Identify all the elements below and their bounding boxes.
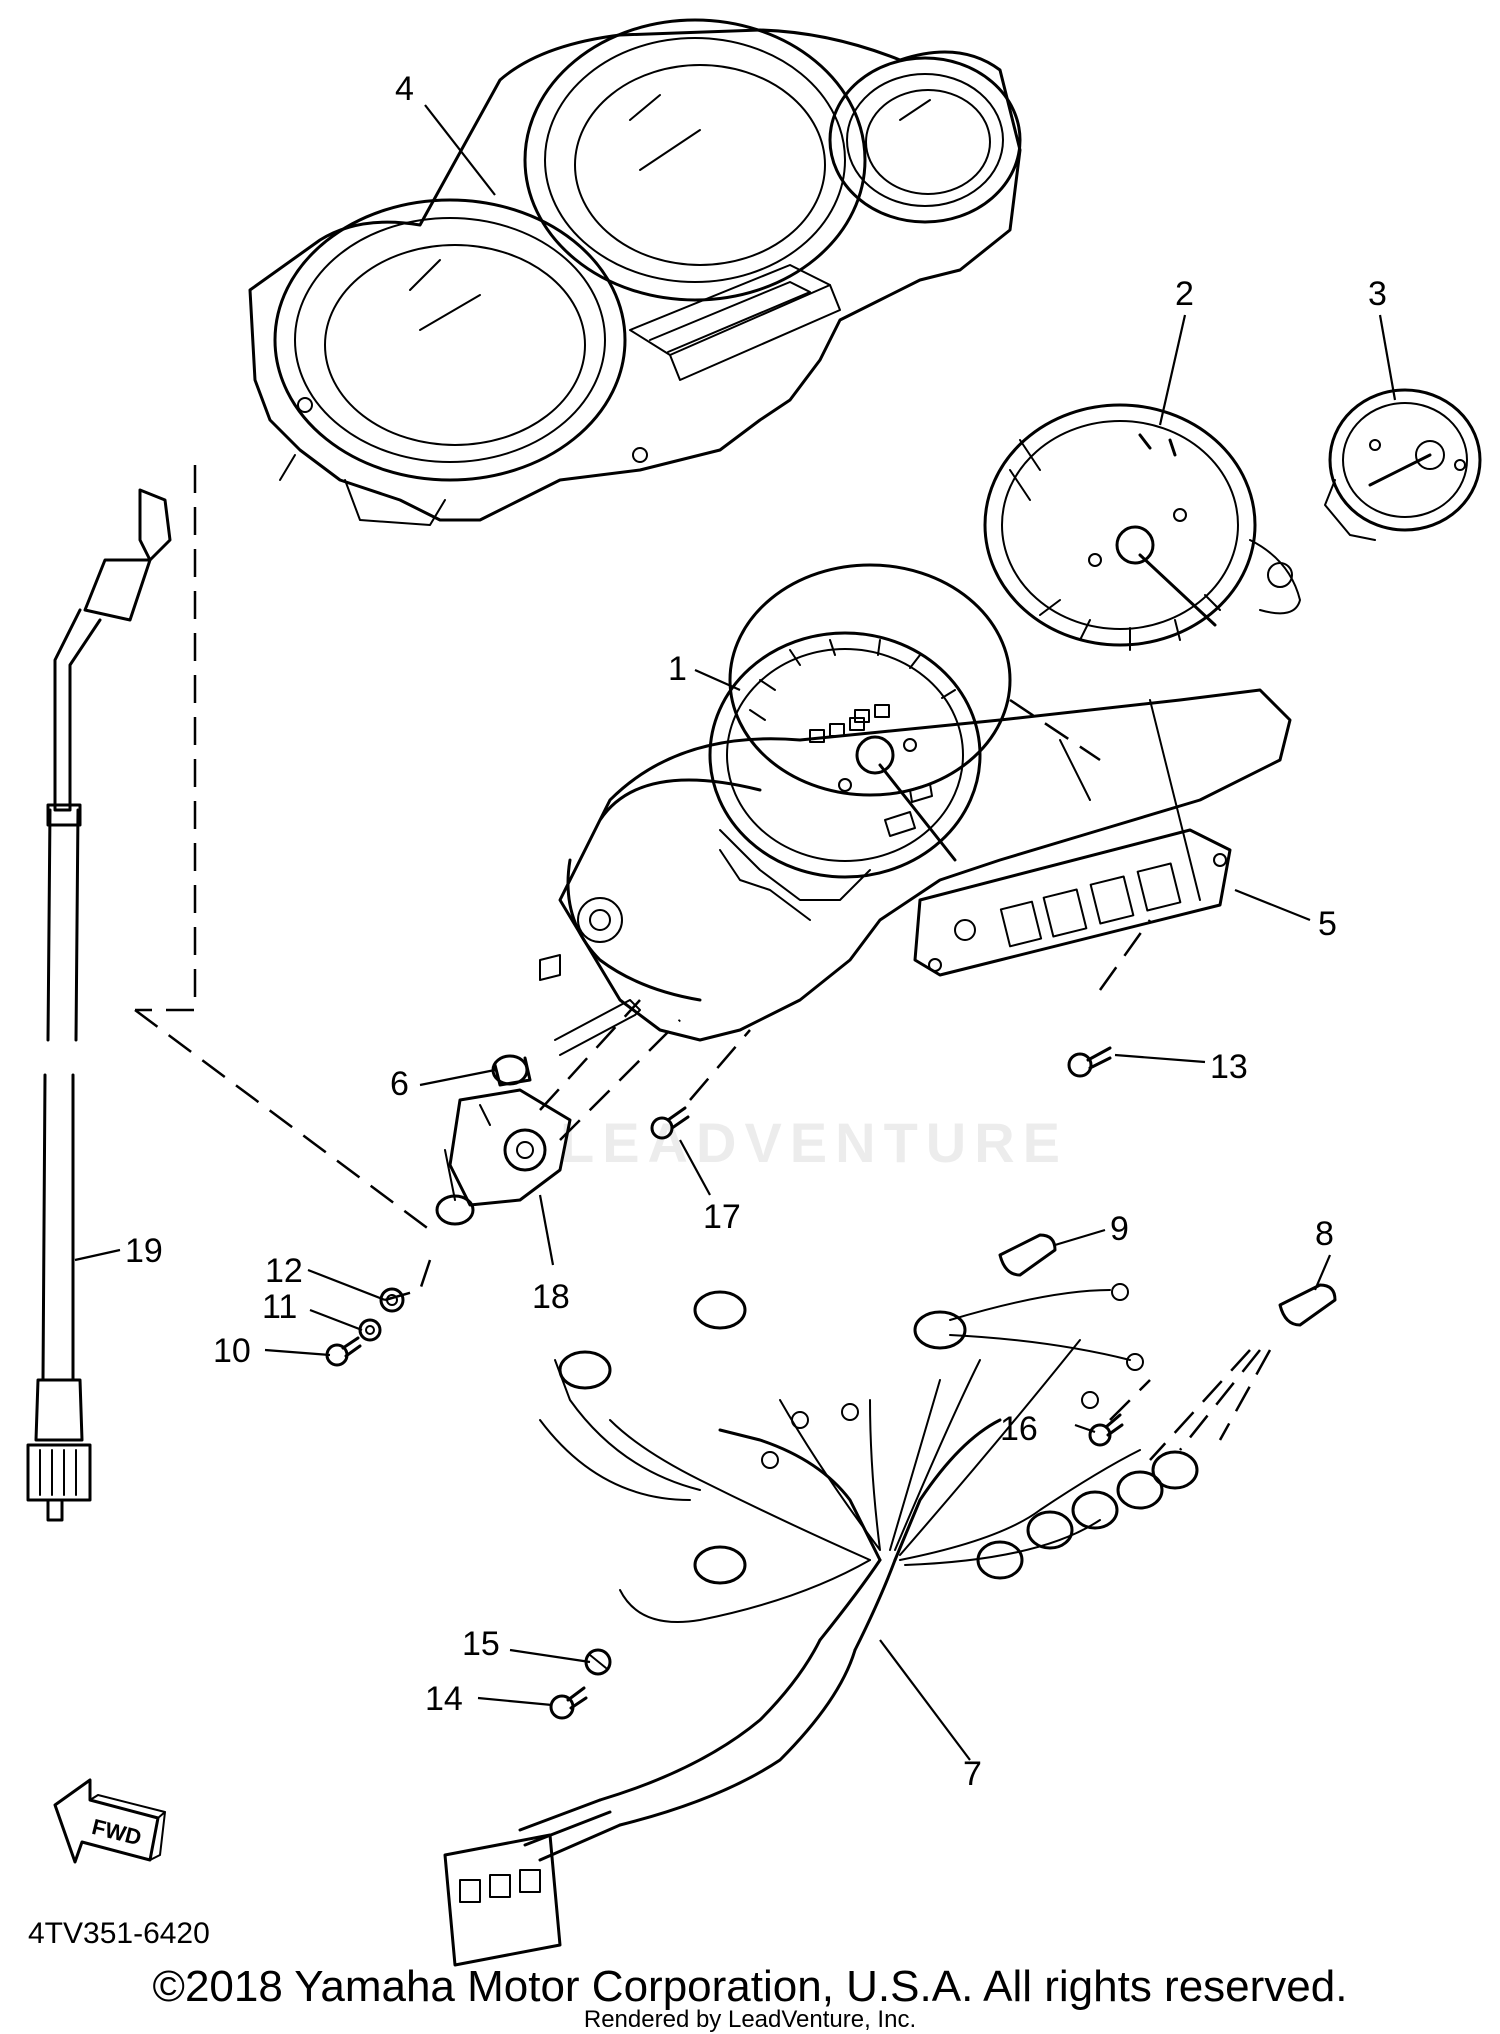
leader-lines	[74, 104, 1397, 1761]
callout-14: 14	[425, 1680, 463, 1718]
screw-part-17[interactable]	[650, 1106, 690, 1140]
callout-8: 8	[1315, 1215, 1334, 1253]
washer-part-11[interactable]	[358, 1318, 382, 1342]
callout-19: 19	[125, 1232, 163, 1270]
wire-harness-part-7[interactable]	[443, 1283, 1199, 1967]
callout-4: 4	[395, 70, 414, 108]
callout-16: 16	[1000, 1410, 1038, 1448]
callout-2: 2	[1175, 275, 1194, 313]
callout-13: 13	[1210, 1048, 1248, 1086]
screw-part-10[interactable]	[325, 1336, 362, 1367]
gauge-part-3[interactable]	[1324, 388, 1482, 541]
screw-part-14[interactable]	[549, 1686, 588, 1720]
bulb-part-9[interactable]	[998, 1233, 1057, 1277]
meter-cover-part-4[interactable]	[248, 18, 1022, 526]
copyright-notice: ©2018 Yamaha Motor Corporation, U.S.A. A…	[152, 1962, 1348, 2011]
speedometer-cable-part-19[interactable]	[26, 488, 172, 1522]
rendered-by-notice: Rendered by LeadVenture, Inc.	[583, 2006, 917, 2033]
callout-1: 1	[668, 650, 687, 688]
tachometer-part-2[interactable]	[983, 403, 1301, 651]
fwd-arrow-icon: FWD	[53, 1778, 166, 1864]
screw-part-13[interactable]	[1067, 1046, 1112, 1078]
bulb-part-8[interactable]	[1278, 1283, 1337, 1327]
callout-labels: 4 2 3 1 5 13 6 17 9 8 19 12 18 11 10 16 …	[125, 70, 1387, 1793]
callout-17: 17	[703, 1198, 741, 1236]
callout-18: 18	[532, 1278, 570, 1316]
callout-9: 9	[1110, 1210, 1129, 1248]
assembly-lines	[134, 465, 1272, 1461]
meter-case-assembly[interactable]	[539, 563, 1292, 1042]
callout-12: 12	[265, 1252, 303, 1290]
fitting-part-6[interactable]	[491, 999, 641, 1087]
callout-7: 7	[963, 1755, 982, 1793]
watermark: LEADVENTURE	[560, 1111, 1068, 1174]
callout-11: 11	[262, 1288, 297, 1326]
callout-3: 3	[1368, 275, 1387, 313]
gear-box-part-18[interactable]	[435, 1088, 572, 1226]
speedometer-part-1[interactable]	[708, 631, 982, 921]
callout-10: 10	[213, 1332, 251, 1370]
diagram-code: 4TV351-6420	[28, 1917, 210, 1950]
callout-15: 15	[462, 1625, 500, 1663]
indicator-panel-part-5[interactable]	[913, 828, 1232, 977]
screw-part-16[interactable]	[1088, 1413, 1124, 1447]
callout-5: 5	[1318, 905, 1337, 943]
callout-6: 6	[390, 1065, 409, 1103]
